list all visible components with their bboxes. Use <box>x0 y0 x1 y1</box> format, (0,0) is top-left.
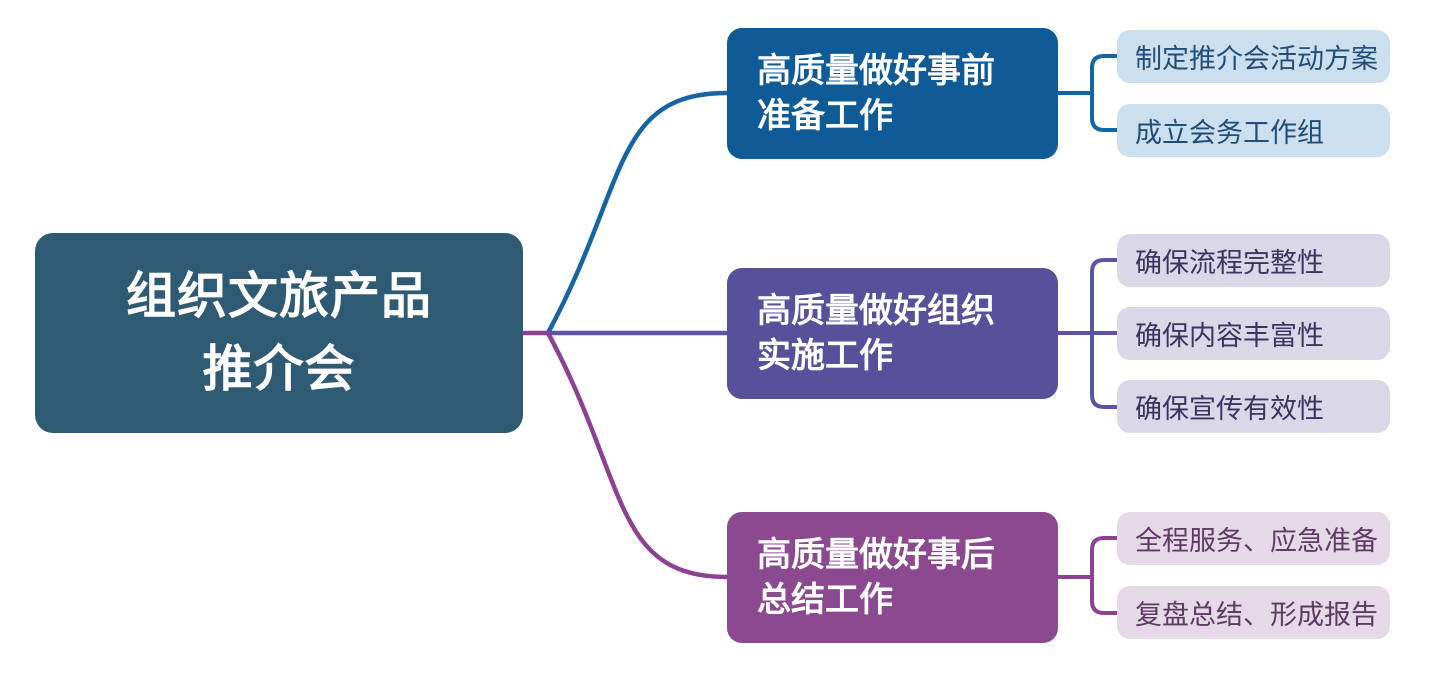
child-node-label: 复盘总结、形成报告 <box>1135 600 1378 630</box>
child-node-full-service-emergency-prep[interactable]: 全程服务、应急准备 <box>1117 512 1390 565</box>
child-node-label: 确保宣传有效性 <box>1135 394 1324 424</box>
connector-branch-3-bracket <box>1090 536 1119 615</box>
branch-node-pre-event-preparation[interactable]: 高质量做好事前 准备工作 <box>727 28 1058 159</box>
branch-node-label: 高质量做好事后 总结工作 <box>757 535 995 619</box>
child-node-plan-promotion-event[interactable]: 制定推介会活动方案 <box>1117 30 1390 83</box>
child-node-label: 全程服务、应急准备 <box>1135 526 1378 556</box>
branch-node-post-event-summary[interactable]: 高质量做好事后 总结工作 <box>727 512 1058 643</box>
root-node[interactable]: 组织文旅产品 推介会 <box>35 233 523 433</box>
child-node-label: 确保流程完整性 <box>1135 248 1324 278</box>
child-node-label: 成立会务工作组 <box>1135 118 1324 148</box>
connector-root-to-branch-3 <box>545 330 730 580</box>
connector-branch-1-bracket <box>1090 54 1119 132</box>
child-node-set-up-work-group[interactable]: 成立会务工作组 <box>1117 104 1390 157</box>
connector-branch-2-bracket <box>1090 258 1119 409</box>
child-node-label: 确保内容丰富性 <box>1135 321 1324 351</box>
connector-root-to-branch-1 <box>545 90 730 336</box>
branch-node-label: 高质量做好事前 准备工作 <box>757 51 995 135</box>
root-node-label: 组织文旅产品 推介会 <box>126 268 432 397</box>
child-node-ensure-content-richness[interactable]: 确保内容丰富性 <box>1117 307 1390 360</box>
child-node-label: 制定推介会活动方案 <box>1135 44 1378 74</box>
branch-node-label: 高质量做好组织 实施工作 <box>757 291 995 375</box>
branch-node-organize-implementation[interactable]: 高质量做好组织 实施工作 <box>727 268 1058 399</box>
child-node-ensure-publicity-effectiveness[interactable]: 确保宣传有效性 <box>1117 380 1390 433</box>
child-node-ensure-process-completeness[interactable]: 确保流程完整性 <box>1117 234 1390 287</box>
child-node-review-and-report[interactable]: 复盘总结、形成报告 <box>1117 586 1390 639</box>
